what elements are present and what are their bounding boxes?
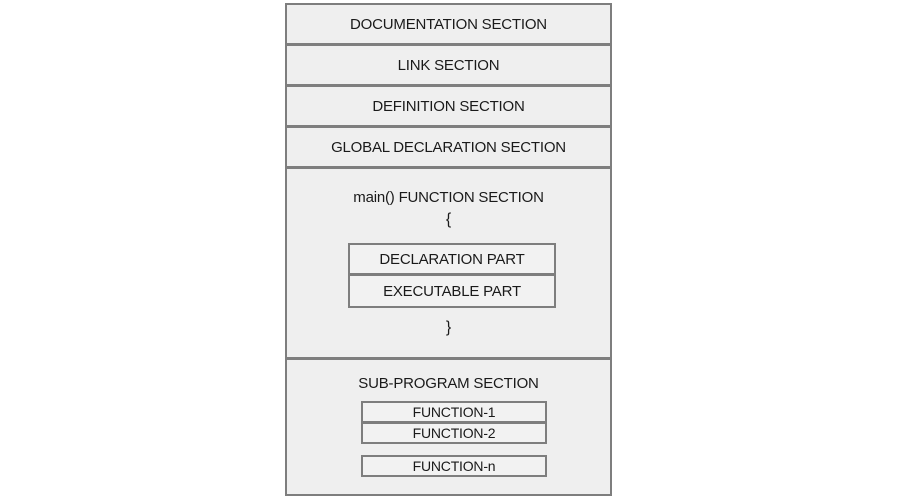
link-section-label: LINK SECTION bbox=[397, 56, 500, 74]
main-function-close-brace: } bbox=[445, 319, 452, 336]
main-function-title: main() FUNCTION SECTION bbox=[353, 189, 544, 206]
global-declaration-section-label: GLOBAL DECLARATION SECTION bbox=[331, 138, 566, 156]
global-declaration-section: GLOBAL DECLARATION SECTION bbox=[285, 126, 612, 168]
function-n-label: FUNCTION-n bbox=[412, 458, 496, 474]
executable-part-label: EXECUTABLE PART bbox=[383, 282, 521, 300]
function-1-label: FUNCTION-1 bbox=[412, 404, 496, 420]
function-2-label: FUNCTION-2 bbox=[412, 425, 496, 441]
sub-program-section: SUB-PROGRAM SECTION FUNCTION-1 FUNCTION-… bbox=[285, 358, 612, 496]
executable-part: EXECUTABLE PART bbox=[348, 274, 556, 308]
main-function-section: main() FUNCTION SECTION { DECLARATION PA… bbox=[285, 167, 612, 359]
definition-section: DEFINITION SECTION bbox=[285, 85, 612, 127]
function-1-box: FUNCTION-1 bbox=[361, 401, 547, 423]
documentation-section: DOCUMENTATION SECTION bbox=[285, 3, 612, 45]
declaration-part: DECLARATION PART bbox=[348, 243, 556, 275]
function-2-box: FUNCTION-2 bbox=[361, 422, 547, 444]
declaration-part-label: DECLARATION PART bbox=[379, 250, 525, 268]
sub-program-title: SUB-PROGRAM SECTION bbox=[358, 375, 539, 392]
link-section: LINK SECTION bbox=[285, 44, 612, 86]
definition-section-label: DEFINITION SECTION bbox=[372, 97, 525, 115]
main-function-open-brace: { bbox=[445, 211, 452, 228]
function-n-box: FUNCTION-n bbox=[361, 455, 547, 477]
documentation-section-label: DOCUMENTATION SECTION bbox=[350, 15, 547, 33]
